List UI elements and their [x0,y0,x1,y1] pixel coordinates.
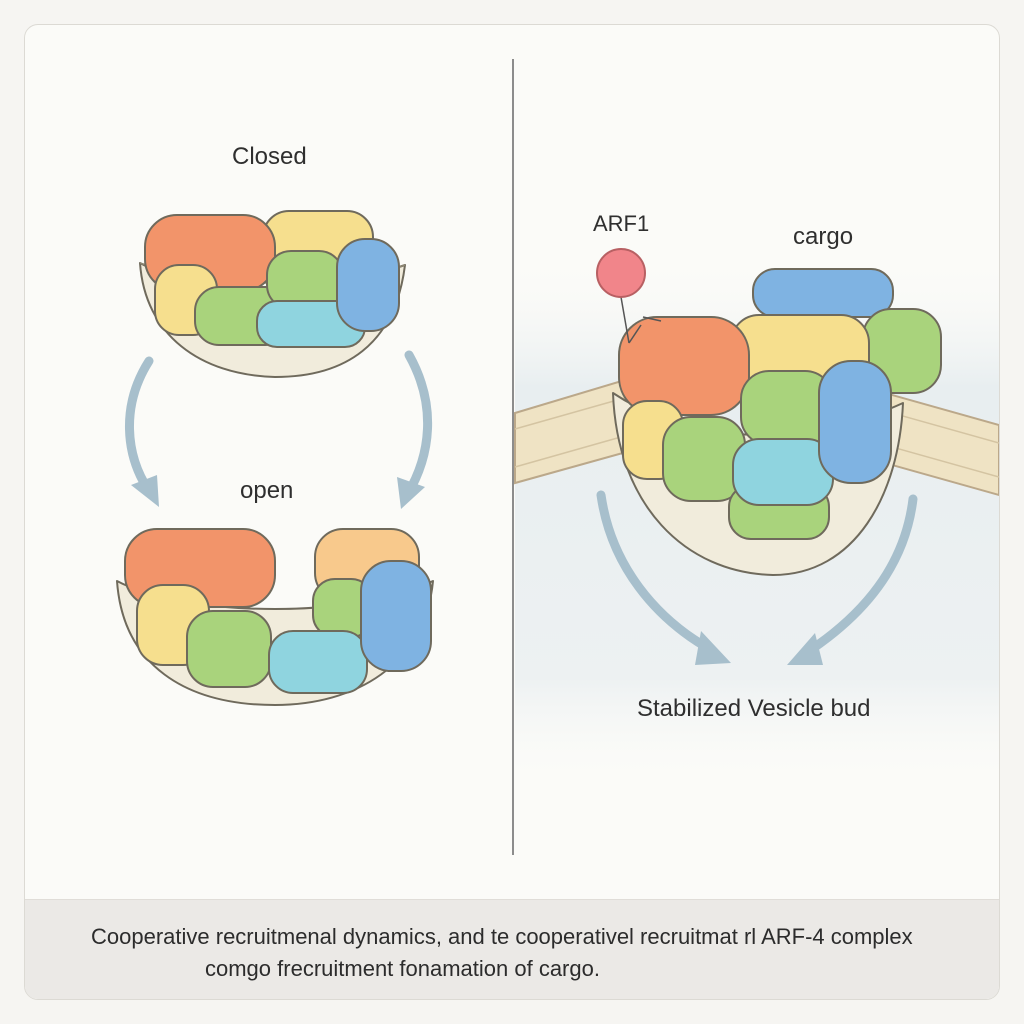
arf1-label: ARF1 [593,211,650,236]
diagram-canvas [116,59,999,855]
arf1-protein [596,248,662,344]
arrow-closed-to-open [125,356,154,496]
bud-arrow-left [596,490,718,656]
cycle-arrows [125,350,433,500]
membrane [514,375,999,497]
arrowhead-left [131,475,159,507]
arf1-ball [596,248,646,298]
open-subunit-blue [360,560,432,672]
open-label: open [240,477,294,504]
closed-complex [139,210,406,378]
cargo-protein [752,268,894,318]
bud-arrowhead-left [695,631,731,665]
vesicle-bud [612,268,942,576]
figure-card: Closed open ARF1 cargo Stabilized Vesicl… [24,24,1000,1000]
arrowhead-right [397,477,425,509]
bud-arrow-right [798,494,918,660]
closed-label: Closed [232,143,307,170]
bud-arrowhead-right [787,633,823,665]
arrow-open-to-closed [402,350,433,500]
open-complex [116,528,434,706]
result-label: Stabilized Vesicle bud [637,695,871,722]
bud-subunit-orange [618,316,750,416]
bud-arrows [596,490,918,660]
caption-line-2: comgo frecruitment fonamation of cargo. [205,956,600,981]
bud-subunit-blue [818,360,892,484]
caption-band: Cooperative recruitmenal dynamics, and t… [25,899,999,999]
cargo-label: cargo [793,223,854,250]
caption-line-1: Cooperative recruitmenal dynamics, and t… [91,924,913,949]
open-subunit-cyan [268,630,368,694]
open-subunit-green-left [186,610,272,688]
closed-subunit-blue [336,238,400,332]
